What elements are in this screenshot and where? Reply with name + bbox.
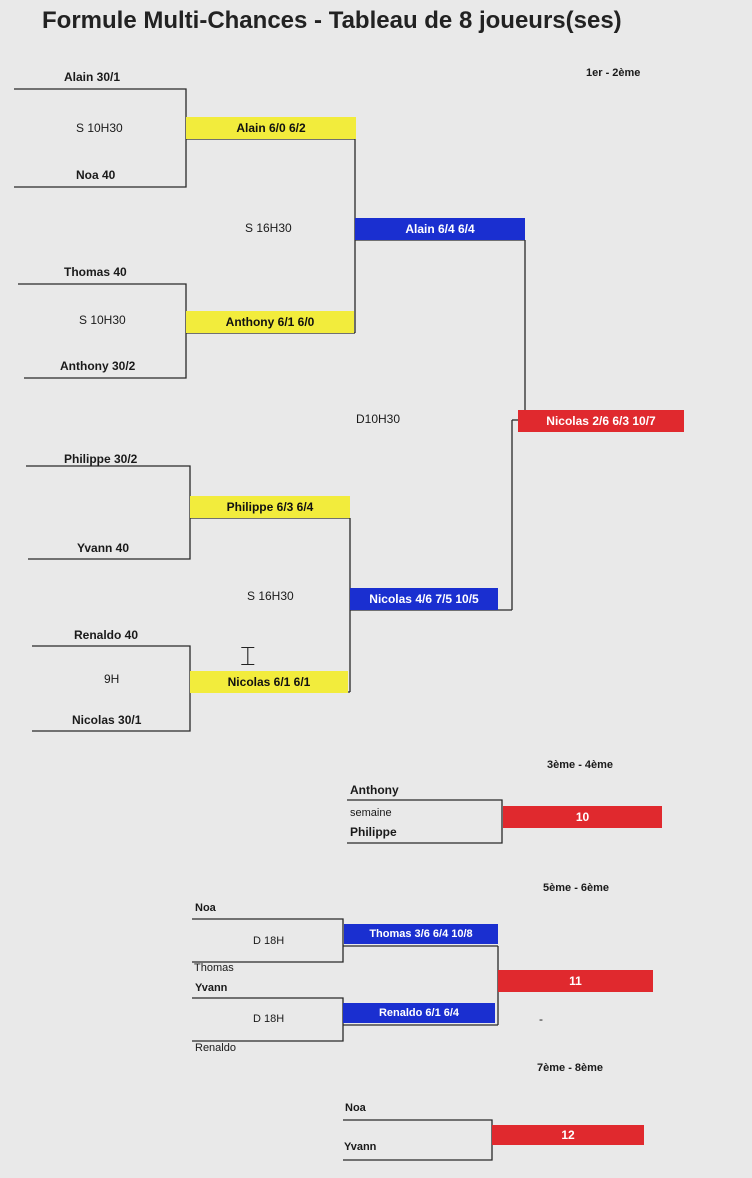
r1-winner-1: Alain 6/0 6/2	[186, 117, 356, 139]
player-name: Noa	[345, 1102, 366, 1114]
placement-result: 10	[503, 806, 662, 828]
player-name: Noa 40	[76, 168, 116, 182]
match-time: D 18H	[253, 1013, 285, 1025]
fifth-place-winner-1: Thomas 3/6 6/4 10/8	[344, 924, 498, 944]
player-name: Renaldo	[195, 1042, 236, 1054]
section-label-7th: 7ème - 8ème	[537, 1062, 604, 1074]
player-name: Nicolas 30/1	[72, 713, 142, 727]
match-time: D10H30	[356, 412, 401, 426]
player-name: Anthony	[350, 783, 399, 797]
player-name: Renaldo 40	[74, 628, 139, 642]
player-name: Thomas	[194, 962, 234, 974]
semifinal-winner-2: Nicolas 4/6 7/5 10/5	[350, 588, 498, 610]
stray-mark: -	[539, 1012, 543, 1026]
placement-result: 12	[492, 1125, 644, 1145]
player-name: Yvann	[344, 1141, 377, 1153]
final-winner: Nicolas 2/6 6/3 10/7	[518, 410, 684, 432]
match-time: S 16H30	[247, 589, 294, 603]
player-name: Noa	[195, 902, 216, 914]
section-label-main: 1er - 2ème	[586, 67, 641, 79]
match-time: D 18H	[253, 935, 285, 947]
match-time: S 16H30	[245, 221, 292, 235]
placement-result: 11	[498, 970, 653, 992]
semifinal-winner-1: Alain 6/4 6/4	[355, 218, 525, 240]
player-name: Yvann	[195, 982, 228, 994]
player-name: Yvann 40	[77, 541, 130, 555]
section-label-3rd: 3ème - 4ème	[547, 759, 614, 771]
player-name: Philippe	[350, 825, 397, 839]
section-label-5th: 5ème - 6ème	[543, 882, 610, 894]
player-name: Philippe 30/2	[64, 452, 138, 466]
match-time: S 10H30	[76, 121, 123, 135]
match-time: S 10H30	[79, 313, 126, 327]
fifth-place-winner-2: Renaldo 6/1 6/4	[343, 1003, 495, 1023]
r1-winner-4: Nicolas 6/1 6/1	[190, 671, 348, 693]
r1-winner-3: Philippe 6/3 6/4	[190, 496, 350, 518]
page-title: Formule Multi-Chances - Tableau de 8 jou…	[42, 7, 622, 34]
r1-winner-2: Anthony 6/1 6/0	[186, 311, 354, 333]
player-name: Thomas 40	[64, 265, 127, 279]
player-name: Alain 30/1	[64, 70, 121, 84]
match-time: 9H	[104, 672, 120, 686]
match-time: semaine	[350, 807, 392, 819]
player-name: Anthony 30/2	[60, 359, 136, 373]
text-cursor-icon: ⌶	[240, 642, 256, 672]
